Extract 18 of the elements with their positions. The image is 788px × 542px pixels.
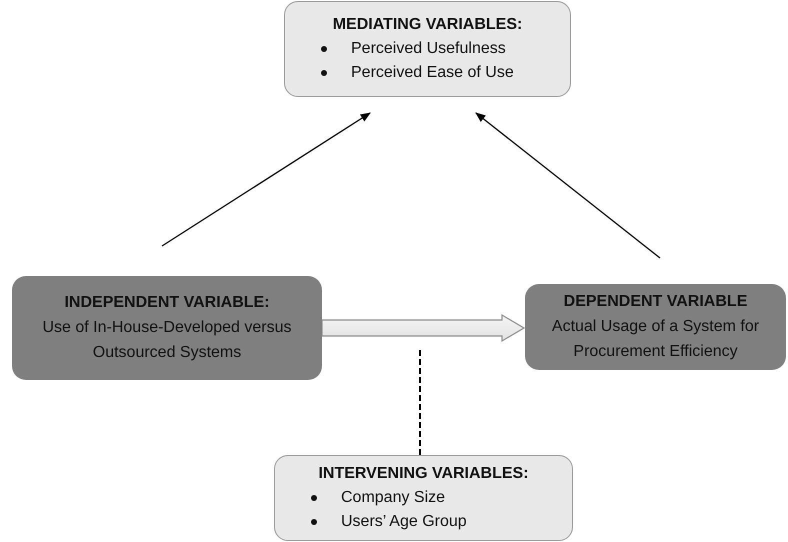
block-arrow	[321, 314, 526, 342]
box-heading: MEDIATING VARIABLES:	[332, 15, 522, 35]
bullet-item: Perceived Usefulness	[293, 37, 506, 61]
variables-box	[274, 455, 573, 541]
bullet-item: Company Size	[283, 486, 446, 510]
variable-box	[12, 276, 322, 380]
dashed-line	[419, 348, 421, 455]
bullet-item: Perceived Ease of Use	[293, 61, 514, 85]
arrow	[162, 112, 371, 247]
box-heading: INTERVENING VARIABLES:	[318, 464, 529, 484]
variables-box	[284, 1, 571, 97]
variable-box	[525, 284, 786, 370]
box-description: Actual Usage of a System for Procurement Efficiency	[550, 317, 760, 362]
bullet-item: Users’ Age Group	[283, 510, 467, 534]
box-heading: DEPENDENT VARIABLE	[564, 292, 748, 312]
box-description: Use of In-House-Developed versus Outsourced Systems	[41, 318, 292, 363]
box-heading: INDEPENDENT VARIABLE:	[64, 293, 270, 313]
arrow	[475, 112, 660, 259]
